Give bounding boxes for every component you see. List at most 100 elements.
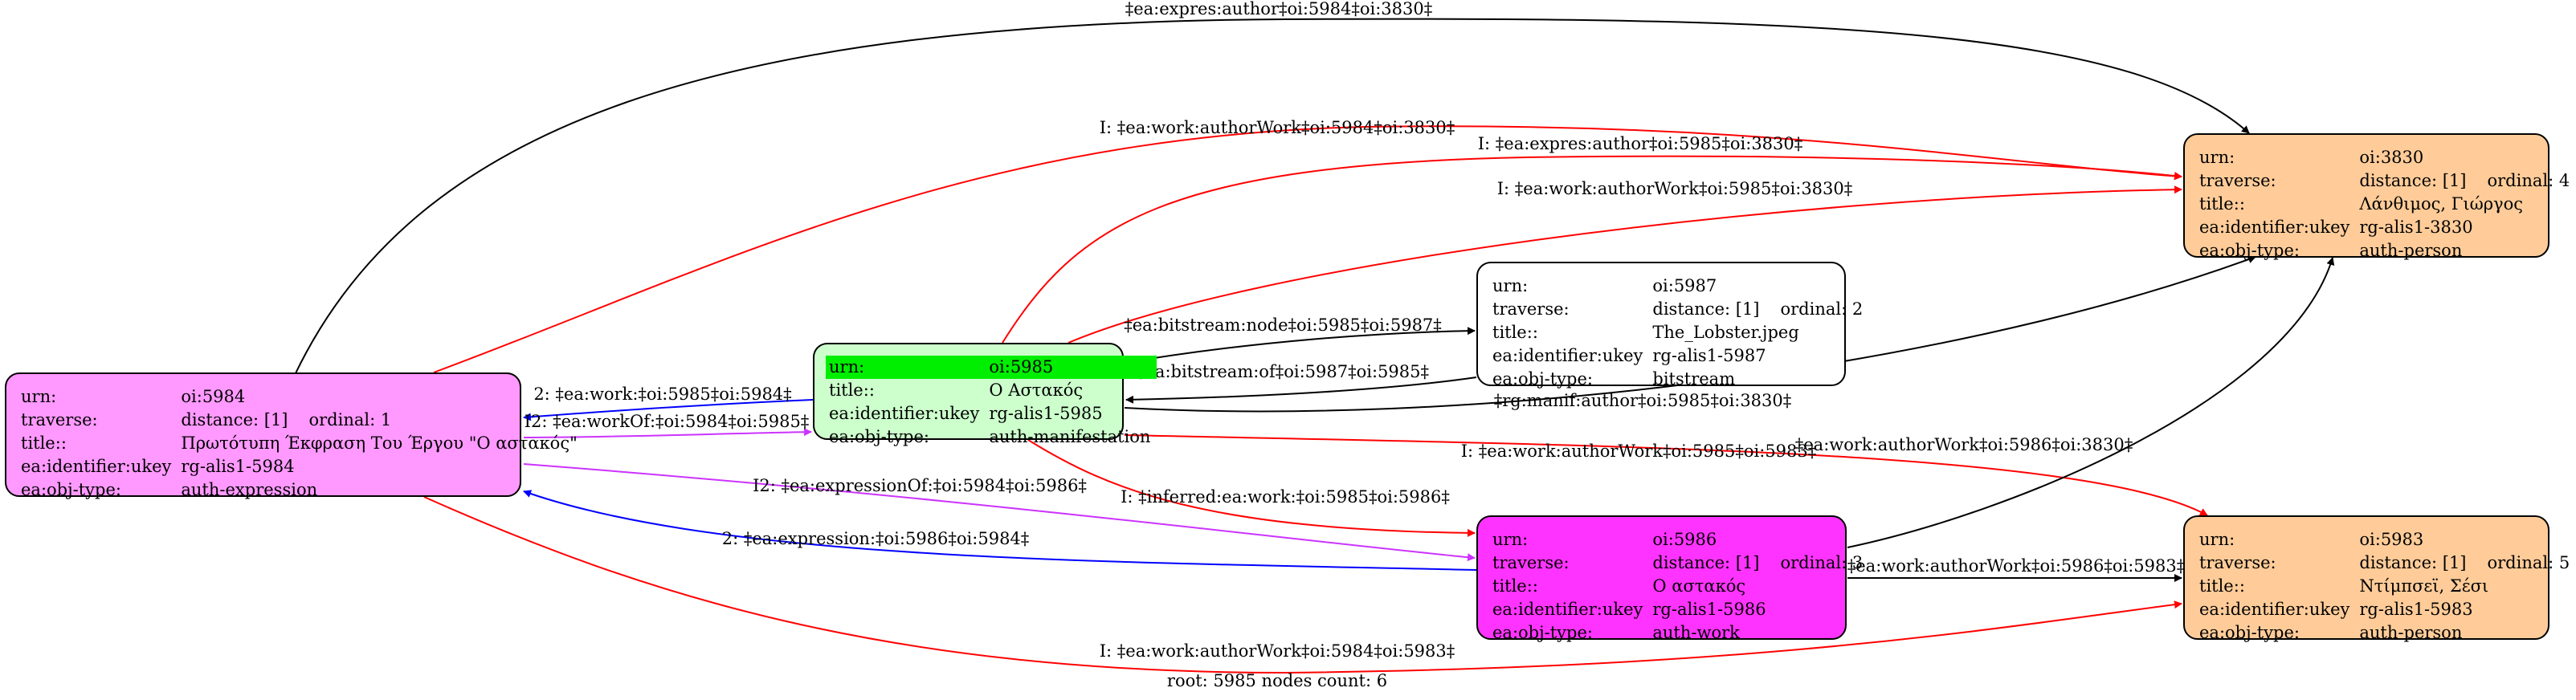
edge-line — [423, 496, 2182, 674]
node-field-row: traverse:distance: [1]ordinal: 1 — [18, 409, 584, 432]
field-value-text: oi:5987 — [1652, 276, 1717, 295]
field-value: auth-manifestation — [986, 425, 1157, 449]
field-key: traverse: — [2199, 552, 2276, 572]
node-field-row: ea:obj-type: auth-work — [1489, 621, 1869, 645]
edge-line — [1027, 439, 1476, 537]
node-field-row: traverse:distance: [1]ordinal: 4 — [2196, 169, 2576, 193]
node-field-row: ea:identifier:ukey rg-alis1-5987 — [1489, 344, 1869, 368]
edge-label: I: ‡ea:work:authorWork‡oi:5984‡oi:3830‡ — [1100, 118, 1455, 137]
edge-label: ‡ea:work:authorWork‡oi:5986‡oi:3830‡ — [1795, 435, 2133, 454]
field-value: oi:5985 — [986, 356, 1157, 379]
field-ordinal: ordinal: 4 — [2487, 170, 2570, 190]
field-key: title:: — [21, 433, 67, 453]
field-value-text: auth-manifestation — [989, 426, 1151, 446]
field-key: title:: — [2199, 576, 2245, 596]
field-value: rg-alis1-5983 — [2356, 598, 2576, 621]
edge-line — [1124, 327, 1476, 364]
node-field-row: urn:oi:5985 — [826, 356, 1157, 379]
field-value-text: auth-person — [2359, 240, 2463, 260]
field-value-text: distance: [1] — [1652, 299, 1760, 319]
edge-line — [523, 428, 812, 438]
field-value-text: Πρωτότυπη Έκφραση Του Έργου "Ο αστακός" — [181, 433, 578, 453]
field-value-text: Ντίμπσεϊ, Σέσι — [2359, 576, 2489, 596]
field-value: distance: [1] ordinal: 2 — [1649, 298, 1869, 321]
field-value: distance: [1] ordinal: 3 — [1649, 551, 1869, 575]
edge-label: 2: ‡ea:expression:‡oi:5986‡oi:5984‡ — [722, 529, 1030, 548]
edge-label: ‡ea:bitstream:node‡oi:5985‡oi:5987‡ — [1124, 315, 1442, 335]
field-value-text: rg-alis1-5987 — [1652, 345, 1766, 365]
field-key: ea:obj-type: — [2199, 240, 2300, 260]
node-field-row: ea:obj-type:auth-expression — [18, 478, 584, 502]
field-ordinal: ordinal: 2 — [1780, 299, 1864, 319]
edge-line — [1125, 376, 1477, 404]
field-value-text: distance: [1] — [1652, 552, 1760, 572]
field-key: urn: — [1492, 530, 1529, 549]
field-value: rg-alis1-5986 — [1649, 598, 1869, 621]
field-value: auth-person — [2356, 239, 2576, 262]
field-value-text: The_Lobster.jpeg — [1652, 322, 1799, 342]
field-value-text: oi:5984 — [181, 387, 246, 406]
field-ordinal: ordinal: 5 — [2487, 552, 2570, 572]
field-value: Λάνθιμος, Γιώργος — [2356, 193, 2576, 216]
field-key: ea:identifier:ukey — [2199, 599, 2350, 619]
edge-line — [433, 125, 2182, 373]
field-value-text: distance: [1] — [2359, 552, 2467, 572]
node-field-row: ea:identifier:ukey rg-alis1-5984 — [18, 455, 584, 478]
node-field-row: title::Ο αστακός — [1489, 575, 1869, 598]
field-ordinal: ordinal: 3 — [1780, 552, 1864, 572]
field-key: title:: — [1492, 576, 1538, 596]
field-key: ea:obj-type: — [1492, 622, 1593, 642]
field-value-text: Λάνθιμος, Γιώργος — [2359, 193, 2524, 214]
node-field-row: title::Ο Αστακός — [826, 379, 1157, 402]
field-value: auth-expression — [178, 478, 583, 502]
field-value-text: auth-person — [2359, 622, 2463, 642]
edge-line — [1002, 155, 2182, 344]
field-value: auth-person — [2356, 621, 2576, 645]
field-value: rg-alis1-5984 — [178, 455, 583, 478]
node-field-row: urn:oi:5984 — [18, 385, 584, 409]
field-value-text: distance: [1] — [181, 409, 288, 429]
edge-label: ‡ea:expres:author‡oi:5984‡oi:3830‡ — [1125, 0, 1433, 18]
field-key: urn: — [2199, 530, 2235, 549]
node-field-row: ea:identifier:ukey rg-alis1-5983 — [2196, 598, 2576, 621]
field-value-text: rg-alis1-5986 — [1652, 599, 1766, 619]
node-field-row: traverse: distance: [1] ordinal: 5 — [2196, 551, 2576, 575]
edge-label: ‡rg:manif:author‡oi:5985‡oi:3830‡ — [1494, 391, 1792, 410]
field-value: distance: [1] ordinal: 5 — [2356, 551, 2576, 575]
node-field-row: ea:obj-type: auth-person — [2196, 239, 2576, 262]
field-value-text: auth-work — [1652, 622, 1740, 642]
field-value: distance: [1]ordinal: 1 — [178, 409, 583, 432]
field-value: oi:5987 — [1649, 275, 1869, 298]
field-value: oi:3830 — [2356, 146, 2576, 169]
field-value-text: bitstream — [1652, 368, 1736, 389]
field-value: Ο αστακός — [1649, 575, 1869, 598]
field-value-text: rg-alis1-5983 — [2359, 599, 2473, 619]
edge-line — [295, 18, 2250, 374]
field-key: traverse: — [1492, 552, 1570, 572]
field-value: auth-work — [1649, 621, 1869, 645]
node-field-row: ea:obj-type:auth-manifestation — [826, 425, 1157, 449]
node-field-row: urn: oi:5987 — [1489, 275, 1869, 298]
field-key: ea:obj-type: — [2199, 622, 2300, 642]
field-key: ea:identifier:ukey — [21, 456, 172, 476]
field-key: ea:identifier:ukey — [1492, 345, 1643, 365]
field-value-text: Ο αστακός — [1652, 576, 1746, 596]
field-value-text: oi:5985 — [989, 357, 1054, 376]
field-key: traverse: — [2199, 170, 2276, 190]
edge-label: I2: ‡ea:workOf:‡oi:5984‡oi:5985‡ — [525, 412, 810, 431]
edge-line — [1124, 434, 2208, 516]
field-key: urn: — [1492, 276, 1529, 295]
